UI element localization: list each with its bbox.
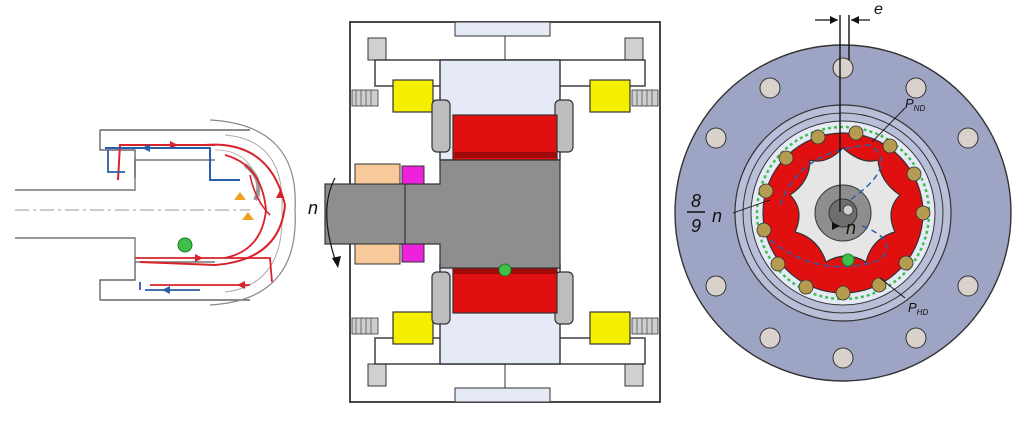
arrow-head xyxy=(851,16,859,24)
flow-line-red xyxy=(117,144,215,181)
gear-roller xyxy=(756,125,931,301)
marker-dot xyxy=(498,263,512,277)
seal-peach xyxy=(354,243,401,265)
bolt-hole xyxy=(705,57,979,369)
seal-peach xyxy=(354,163,401,185)
flow-cross-section xyxy=(15,119,296,306)
radial-section xyxy=(674,15,1012,382)
longitudinal-section xyxy=(324,21,661,403)
flow-line-blue xyxy=(105,147,240,181)
seal-pink xyxy=(401,165,425,185)
housing-cap-inner xyxy=(224,134,283,293)
shaft-outline-top xyxy=(15,159,215,191)
arrow-head-blue xyxy=(162,286,170,294)
arrow-head xyxy=(332,256,341,268)
arrow-head xyxy=(830,16,838,24)
marker-dot xyxy=(841,253,855,267)
housing-wall-bottom xyxy=(99,262,250,301)
eccentricity-label: e xyxy=(874,1,883,18)
flow-line-red xyxy=(139,143,287,267)
seal-pink xyxy=(401,243,425,263)
arrow-head-orange xyxy=(234,192,246,200)
pressure-nd-label: PND xyxy=(905,96,925,113)
rotation-label-n: n xyxy=(308,198,318,218)
rotation-label-inner: n xyxy=(846,218,856,238)
arrow-head-red xyxy=(237,281,245,289)
arrow-head-red xyxy=(276,190,284,198)
pressure-zone-hd xyxy=(769,224,888,268)
bearing-ring xyxy=(431,99,574,325)
ratio-numerator: 8 xyxy=(691,191,701,211)
marker-dot xyxy=(177,237,193,253)
housing-wall-top xyxy=(99,129,250,178)
arrow-head xyxy=(832,222,840,230)
input-shaft xyxy=(324,183,406,245)
arrow-head-blue xyxy=(142,144,150,152)
pressure-zone-nd xyxy=(779,144,882,206)
shaft-outline-bottom xyxy=(15,237,215,263)
pressure-hd-label: PHD xyxy=(908,300,928,317)
ratio-denominator: 9 xyxy=(691,216,701,236)
magnet-block xyxy=(392,79,631,345)
arrow-head-red xyxy=(195,254,203,262)
threaded-stud xyxy=(351,89,659,335)
ratio-variable: n xyxy=(712,206,722,226)
rotation-arrow xyxy=(326,177,337,263)
housing-cap xyxy=(209,119,296,306)
